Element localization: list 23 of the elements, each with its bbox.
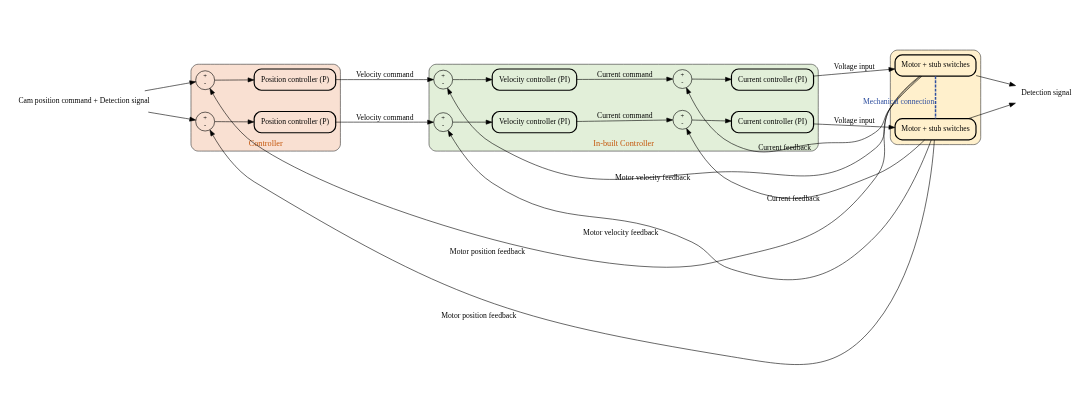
arrow bbox=[813, 67, 896, 77]
arrow bbox=[144, 80, 197, 92]
arrow bbox=[335, 77, 434, 82]
arrow bbox=[452, 119, 493, 125]
arrow bbox=[576, 76, 673, 82]
arrow bbox=[335, 119, 434, 125]
arrow bbox=[148, 111, 196, 122]
arrow bbox=[686, 128, 925, 199]
connector bbox=[934, 75, 937, 120]
arrow bbox=[214, 119, 255, 125]
arrow bbox=[576, 117, 673, 123]
arrow bbox=[968, 102, 1016, 119]
arrow bbox=[447, 75, 921, 180]
arrow bbox=[686, 75, 923, 153]
arrow bbox=[691, 76, 732, 82]
arrow bbox=[209, 75, 920, 268]
arrow bbox=[447, 130, 932, 280]
arrow bbox=[209, 129, 935, 365]
arrow bbox=[975, 75, 1016, 87]
arrow bbox=[452, 77, 493, 82]
arrow bbox=[214, 77, 255, 83]
arrow bbox=[691, 118, 732, 124]
arrow bbox=[813, 123, 896, 130]
